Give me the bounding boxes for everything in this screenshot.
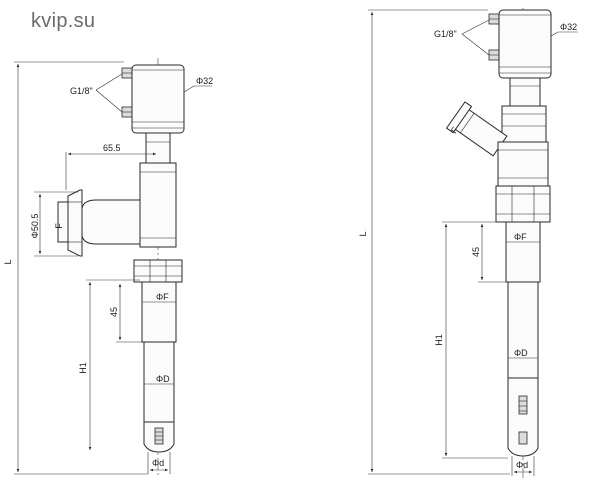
left-connection-label: F — [54, 223, 64, 229]
left-insertion-length-label: H1 — [78, 362, 88, 374]
left-view: L G1/8" Φ32 — [3, 58, 213, 478]
left-shaft-length-label: 45 — [109, 307, 119, 317]
right-thread-label: G1/8" — [434, 29, 457, 39]
right-tip-diameter-label: Φd — [516, 460, 528, 470]
left-offset-label: 65.5 — [103, 143, 121, 153]
right-connection-label: F — [449, 125, 461, 136]
left-upper-diameter-label: ΦF — [156, 292, 169, 302]
watermark: kvip.su — [31, 10, 96, 32]
left-head-diameter-label: Φ32 — [196, 76, 213, 86]
right-shaft-length-label: 45 — [471, 247, 481, 257]
right-view: L G1/8" Φ32 — [358, 8, 578, 478]
right-insertion-length-label: H1 — [434, 334, 444, 346]
left-thread-label: G1/8" — [70, 86, 93, 96]
left-flange-diameter-label: Φ50.5 — [30, 214, 40, 239]
right-lower-diameter-label: ΦD — [514, 348, 528, 358]
right-upper-diameter-label: ΦF — [514, 232, 527, 242]
right-length-label: L — [358, 231, 368, 236]
left-lower-diameter-label: ΦD — [156, 374, 170, 384]
left-tip-diameter-label: Φd — [152, 458, 164, 468]
left-length-label: L — [3, 259, 13, 264]
right-head-diameter-label: Φ32 — [560, 22, 577, 32]
